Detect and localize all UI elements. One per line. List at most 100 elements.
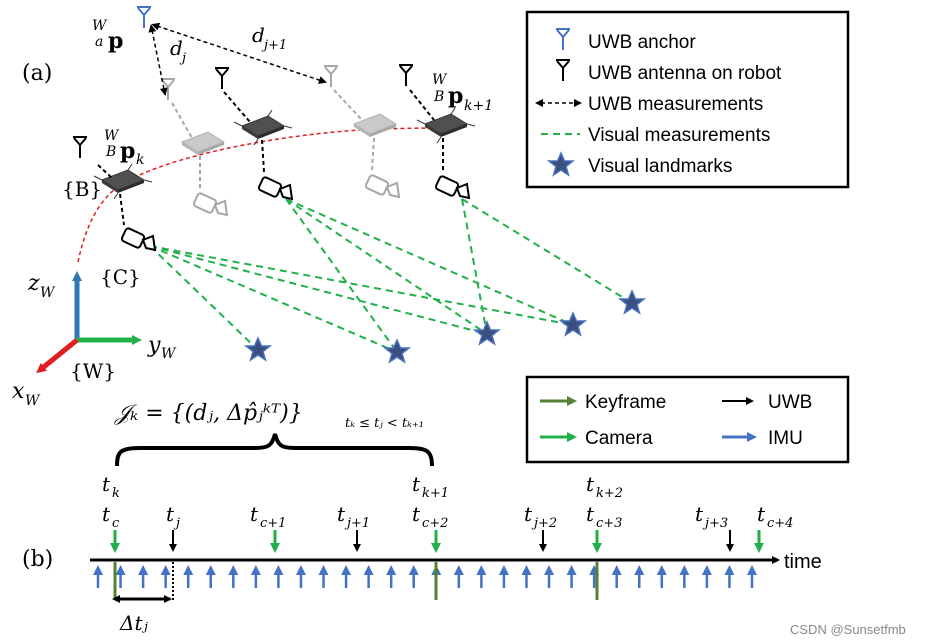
legend-b-box [525,375,850,464]
dj1-label: d j+1 [252,23,287,53]
svg-text:UWB antenna on robot: UWB antenna on robot [588,63,782,84]
svg-text:j+2: j+2 [531,516,557,531]
svg-text:W: W [40,285,56,301]
landmark-star-icon [474,321,500,345]
imu-arrows [93,565,757,588]
svg-text:t: t [166,502,175,526]
anchor-position-label: W a p [92,18,123,54]
robot-j [233,109,293,146]
window-brace [115,433,434,467]
svg-text:W: W [432,72,448,88]
camera-arrows [110,530,764,553]
svg-text:t: t [102,502,111,526]
svg-text:IMU: IMU [768,428,803,449]
svg-text:p: p [448,83,463,109]
svg-text:j+1: j+1 [344,516,370,531]
frame-w-label: {W} [70,359,116,383]
axis-z-label: z W [27,271,56,301]
robot-j-antenna-link [223,91,251,123]
svg-text:t: t [757,502,766,526]
svg-text:t: t [524,502,533,526]
pk1-label: W B p k+1 [432,72,493,114]
svg-text:W: W [161,346,177,362]
ghost-camera-1-icon [191,191,228,216]
svg-text:t: t [250,502,259,526]
world-frame-axes [36,271,142,374]
frame-c-label: {C} [100,265,141,289]
svg-text:Camera: Camera [585,428,653,449]
svg-text:j: j [173,516,180,531]
svg-text:UWB anchor: UWB anchor [588,32,696,53]
robot-k-plus-1-antenna-link [409,89,435,121]
robot-j-camera-link [261,139,265,173]
legend-a-box [525,10,850,189]
legend-a-item-2: UWB measurements [535,94,763,115]
uwb-measurement-dj [148,24,168,96]
svg-text:k+2: k+2 [596,486,623,501]
robot-k-plus-1-antenna-icon [398,64,414,87]
visual-measurement-lines [149,198,633,353]
svg-text:k: k [112,486,120,501]
svg-text:t: t [695,502,704,526]
svg-text:p: p [120,138,135,164]
ghost-robot-2-camera-link [371,137,375,171]
robot-trajectory [77,127,446,263]
robot-j-antenna-icon [214,67,230,90]
legend-b-uwb: UWB [722,392,812,413]
svg-text:y: y [147,333,161,358]
robot-j-camera-icon [256,175,293,200]
svg-text:p: p [108,28,123,54]
ghost-robot-2-antenna-link [333,89,363,121]
uwb-anchor-icon [136,6,152,29]
svg-text:j+3: j+3 [702,516,728,531]
svg-text:W: W [25,393,41,409]
svg-text:x: x [12,379,25,404]
svg-text:t: t [337,502,346,526]
svg-text:B: B [105,144,116,160]
panel-b-label: (b) [22,547,53,572]
svg-text:Visual measurements: Visual measurements [588,125,770,146]
robot-k-antenna-link [97,164,113,179]
robot-k-camera-icon [119,226,156,251]
dj-label: d j [170,36,186,66]
svg-text:Visual landmarks: Visual landmarks [588,156,732,177]
uwb-measurement-dj1 [151,22,327,84]
keyframe-markers [113,562,599,600]
svg-text:t: t [586,472,595,496]
svg-text:UWB: UWB [768,392,812,413]
uwb-arrows [169,530,734,552]
svg-text:B: B [433,89,444,105]
robot-k [93,163,153,200]
svg-text:W: W [104,128,120,144]
robot-k-camera-link [119,193,125,226]
ghost-robot-1-antenna-link [171,102,193,139]
svg-text:k: k [136,152,144,168]
svg-text:c+2: c+2 [422,516,448,531]
robot-k-antenna-icon [72,136,88,159]
landmark-star-icon [560,312,586,336]
ghost-robot-1 [181,131,225,156]
svg-text:d: d [252,23,265,47]
svg-text:t: t [412,472,421,496]
ghost-camera-2-icon [363,173,400,198]
ghost-antenna-2-icon [323,65,339,88]
svg-text:t: t [412,502,421,526]
svg-text:c+1: c+1 [260,516,286,531]
svg-text:𝒥ₖ = {(dⱼ, Δp̂ⱼᵏᵀ)}: 𝒥ₖ = {(dⱼ, Δp̂ⱼᵏᵀ)} [114,401,303,426]
axis-y-label: y W [147,333,177,362]
landmark-star-icon [619,290,645,314]
legend-a-item-4: Visual landmarks [548,152,732,177]
legend-b-camera: Camera [540,428,653,449]
svg-text:a: a [95,34,103,50]
svg-text:t: t [586,502,595,526]
